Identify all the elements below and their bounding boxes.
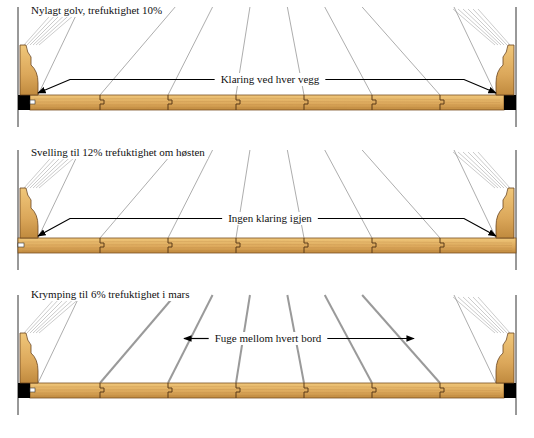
tongue-groove-joint: [168, 238, 172, 253]
expansion-gap: [504, 383, 516, 398]
tongue-groove-joint: [372, 383, 376, 398]
perspective-line: [168, 7, 213, 95]
expansion-gap: [504, 95, 516, 110]
wall-hatch: [36, 297, 76, 333]
wall-hatch: [468, 152, 504, 188]
wall-hatch: [468, 9, 504, 45]
baseboard: [496, 188, 514, 238]
floor-panel: [18, 150, 516, 270]
wall-hatch: [30, 297, 66, 333]
wall-hatch: [453, 9, 495, 45]
tongue-groove-joint: [100, 383, 104, 398]
wood-grain: [22, 247, 512, 249]
wall-hatch: [478, 297, 510, 333]
perspective-line: [100, 295, 175, 383]
floor-panel: [18, 7, 516, 127]
note-label: Svelling til 12% trefuktighet om høsten: [28, 146, 208, 159]
tongue-groove-joint: [440, 383, 444, 398]
baseboard: [496, 333, 514, 383]
wall-hatch: [453, 297, 495, 333]
wall-hatch: [478, 9, 510, 45]
perspective-line: [100, 7, 175, 95]
perspective-line: [325, 7, 372, 95]
tongue-groove-joint: [304, 95, 308, 110]
note-label: Ingen klaring igjen: [225, 212, 315, 225]
tongue-groove-joint: [236, 383, 240, 398]
baseboard: [20, 45, 38, 95]
wood-grain: [34, 395, 500, 397]
tongue-groove-joint: [440, 95, 444, 110]
tongue-groove-joint: [100, 238, 104, 253]
wood-grain: [22, 241, 512, 243]
leader-arrow: [38, 80, 215, 94]
expansion-gap: [18, 383, 30, 398]
wall-hatch: [463, 152, 501, 188]
leader-arrow: [325, 80, 496, 94]
perspective-line: [100, 150, 175, 238]
tongue-groove-joint: [304, 238, 308, 253]
tongue-groove-joint: [236, 95, 240, 110]
wood-grain: [34, 107, 500, 109]
tongue-groove-joint: [236, 238, 240, 253]
floor-boards: [30, 383, 504, 398]
leader-arrow: [327, 338, 414, 339]
tongue-groove-joint: [100, 95, 104, 110]
baseboard: [20, 333, 38, 383]
expansion-gap: [18, 95, 30, 110]
wall-hatch: [458, 152, 498, 188]
perspective-line: [38, 295, 80, 383]
perspective-line: [454, 7, 496, 95]
baseboard: [20, 188, 38, 238]
wood-grain: [22, 244, 512, 245]
perspective-line: [38, 7, 80, 95]
note-label: Fuge mellom hvert bord: [212, 332, 325, 345]
floor-boards: [30, 95, 504, 110]
leader-arrow: [318, 219, 496, 237]
note-label: Krymping til 6% trefuktighet i mars: [28, 288, 193, 301]
tongue-end: [30, 388, 35, 392]
tongue-groove-joint: [168, 95, 172, 110]
note-label: Nylagt golv, trefuktighet 10%: [28, 4, 165, 17]
floor-panel: [18, 295, 516, 415]
wall-hatch: [33, 297, 71, 333]
tongue-end: [30, 100, 35, 104]
wall-hatch: [478, 152, 510, 188]
wall-hatch: [453, 152, 495, 188]
note-label: Klaring ved hver vegg: [218, 73, 323, 86]
tongue-groove-joint: [168, 383, 172, 398]
floor-boards: [18, 238, 516, 253]
tongue-groove-joint: [372, 238, 376, 253]
perspective-line: [362, 7, 440, 95]
tongue-groove-joint: [304, 383, 308, 398]
wall-hatch: [39, 297, 81, 333]
perspective-line: [168, 150, 213, 238]
leader-arrow: [38, 219, 222, 237]
wall-hatch: [468, 297, 504, 333]
wall-hatch: [458, 297, 498, 333]
wall-hatch: [24, 297, 56, 333]
tongue-groove-joint: [440, 238, 444, 253]
wall-hatch: [463, 297, 501, 333]
tongue-groove-joint: [372, 95, 376, 110]
perspective-line: [325, 150, 372, 238]
perspective-line: [454, 295, 496, 383]
wall-hatch: [458, 9, 498, 45]
tongue-end: [18, 243, 24, 247]
leader-arrow: [184, 338, 209, 339]
wood-grain: [22, 250, 512, 252]
baseboard: [496, 45, 514, 95]
perspective-line: [168, 295, 213, 383]
perspective-line: [362, 150, 440, 238]
wall-hatch: [463, 9, 501, 45]
